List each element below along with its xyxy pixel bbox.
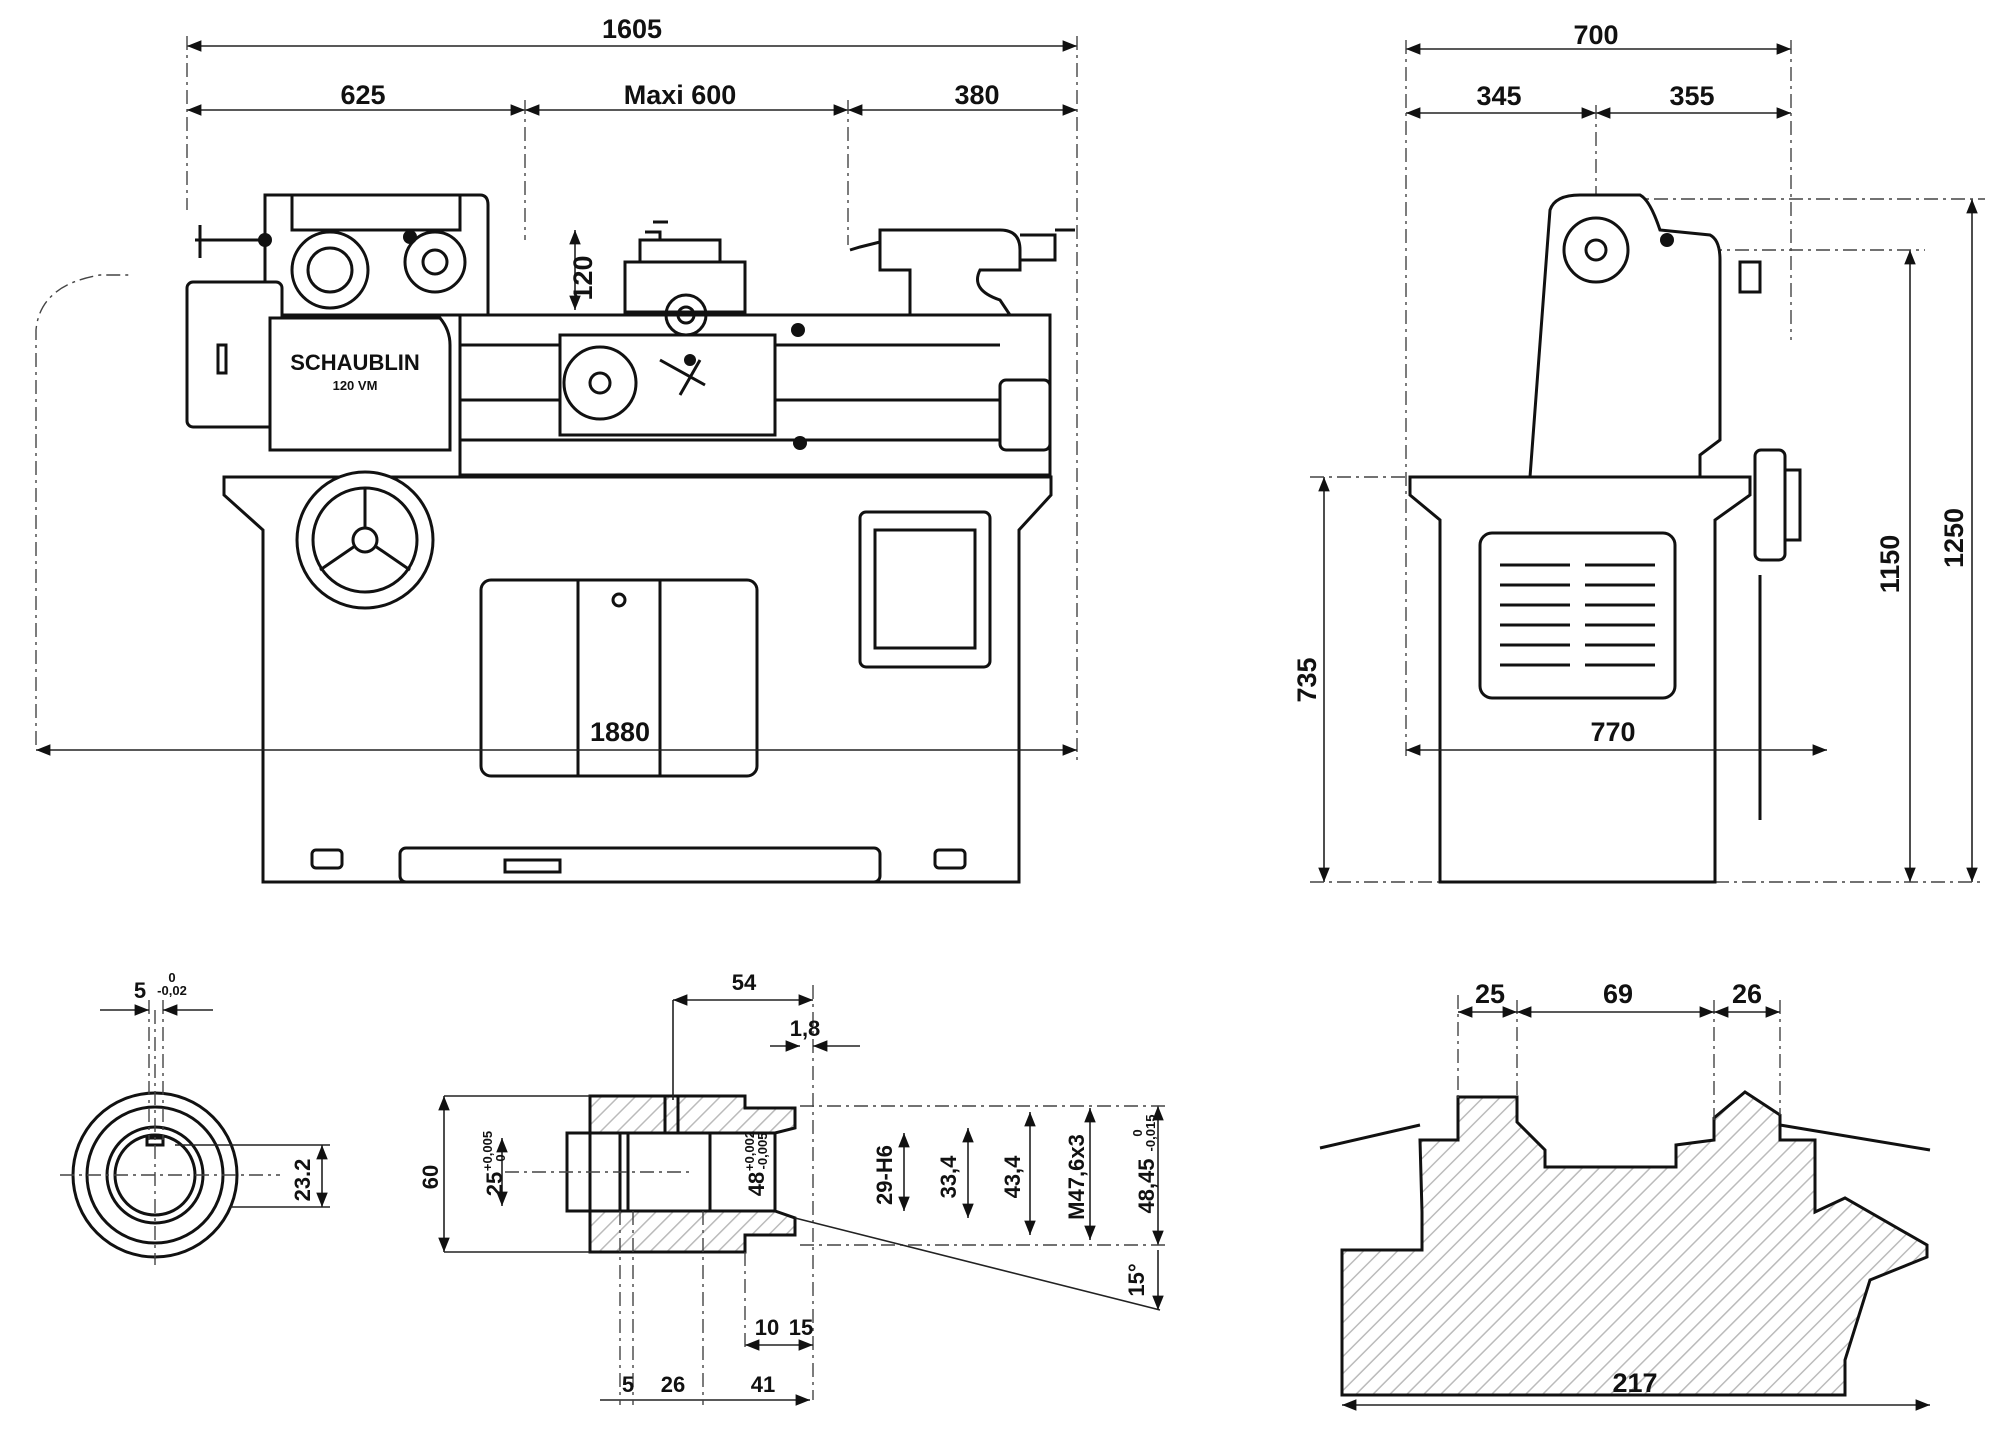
svg-text:+0,005: +0,005 (480, 1131, 495, 1171)
dim-26: 26 (661, 1372, 685, 1397)
side-base (1408, 475, 1752, 884)
svg-text:0: 0 (493, 1154, 508, 1161)
dim-bed-69: 69 (1603, 979, 1633, 1009)
dim-355: 355 (1669, 81, 1714, 111)
side-view: 700 345 355 735 1150 1250 770 (1292, 20, 1985, 884)
handwheel[interactable] (295, 470, 435, 610)
dim-bed-26: 26 (1732, 979, 1762, 1009)
svg-text:-0,015: -0,015 (1143, 1115, 1158, 1152)
motor-cover (185, 280, 284, 429)
svg-text:+0,002: +0,002 (742, 1131, 757, 1171)
svg-text:48: 48 (744, 1172, 769, 1196)
dim-60: 60 (418, 1165, 443, 1189)
dim-15-deg: 15° (1124, 1263, 1149, 1296)
dim-700: 700 (1573, 20, 1618, 50)
dim-43-4: 43,4 (1000, 1155, 1025, 1199)
dim-380: 380 (954, 80, 999, 110)
dim-1250: 1250 (1939, 508, 1969, 568)
dim-120: 120 (568, 255, 598, 300)
svg-text:48,45: 48,45 (1134, 1158, 1159, 1213)
dim-thread: M47,6x3 (1064, 1134, 1089, 1220)
svg-text:25: 25 (482, 1172, 507, 1196)
apron (558, 333, 777, 437)
gearbox-cover (268, 316, 452, 452)
dim-625: 625 (340, 80, 385, 110)
cross-slide (623, 260, 747, 314)
dim-48-tol: 48 +0,002 -0,005 (742, 1131, 770, 1196)
front-view: 1605 625 Maxi 600 380 120 SCHAUBLIN 120 … (35, 14, 1078, 884)
tailstock (878, 228, 1022, 317)
base-door (479, 578, 759, 778)
dim-1605: 1605 (602, 14, 662, 44)
spindle-end-view: 5 0 -0,02 23.2 (60, 970, 330, 1265)
dim-15: 15 (789, 1315, 813, 1340)
dim-770: 770 (1590, 717, 1635, 747)
key-tol-lower: -0,02 (157, 983, 187, 998)
svg-text:-0,005: -0,005 (755, 1133, 770, 1170)
key-width-5: 5 (134, 978, 146, 1003)
dim-345: 345 (1476, 81, 1521, 111)
dim-5: 5 (622, 1372, 634, 1397)
model-label: 120 VM (333, 378, 378, 393)
spindle-section: 54 1,8 60 25 +0,005 0 48 +0,002 -0,005 2… (418, 970, 1170, 1406)
dim-29-h6: 29-H6 (872, 1145, 897, 1205)
bed-section: 25 69 26 217 (1319, 979, 1931, 1411)
dim-48-45-tol: 48,45 0 -0,015 (1130, 1115, 1159, 1214)
svg-text:0: 0 (1130, 1129, 1145, 1136)
dim-bed-25: 25 (1475, 979, 1505, 1009)
dim-25-tol: 25 +0,005 0 (480, 1131, 508, 1196)
dim-33-4: 33,4 (936, 1155, 961, 1199)
side-headstock (1528, 193, 1722, 479)
headstock (263, 193, 490, 317)
brand-label: SCHAUBLIN (290, 350, 420, 375)
machine-base (222, 475, 1053, 884)
side-handwheel[interactable] (1753, 448, 1787, 562)
key-tol-upper: 0 (168, 970, 175, 985)
vent-panel (1478, 531, 1677, 700)
dim-bed-217: 217 (1612, 1368, 1657, 1398)
dim-1-8: 1,8 (790, 1016, 821, 1041)
dim-1150: 1150 (1875, 535, 1905, 594)
dim-maxi-600: Maxi 600 (624, 80, 737, 110)
access-panel (858, 510, 992, 669)
dim-735: 735 (1292, 657, 1322, 702)
dim-23-2: 23.2 (290, 1159, 315, 1202)
dim-54: 54 (732, 970, 757, 995)
dim-1880: 1880 (590, 717, 650, 747)
dim-41: 41 (751, 1372, 775, 1397)
dim-10: 10 (755, 1315, 779, 1340)
